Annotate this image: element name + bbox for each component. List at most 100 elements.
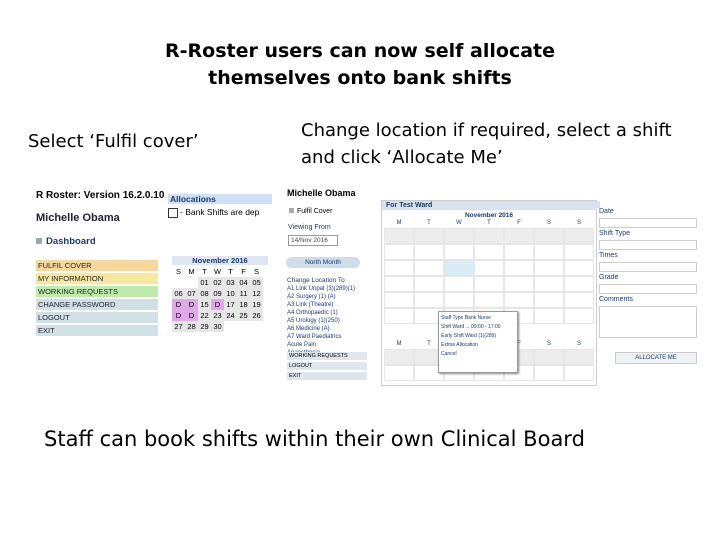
shift-day-cell[interactable] xyxy=(474,276,504,292)
shift-day-cell[interactable] xyxy=(414,276,444,292)
menu-item-working-requests[interactable]: Working requests xyxy=(36,286,158,297)
calendar-day[interactable]: 05 xyxy=(250,277,263,288)
calendar-day[interactable]: 15 xyxy=(198,299,211,310)
shift-day-cell[interactable] xyxy=(444,260,474,276)
calendar-day[interactable]: D xyxy=(185,299,198,310)
shift-day-cell[interactable] xyxy=(534,308,564,324)
calendar-day[interactable]: 01 xyxy=(198,277,211,288)
shift-type-field[interactable] xyxy=(599,240,697,250)
shift-day-cell[interactable] xyxy=(534,365,564,381)
grade-field[interactable] xyxy=(599,284,697,294)
dashboard-link[interactable]: Dashboard xyxy=(36,236,96,247)
shift-day-cell[interactable] xyxy=(504,260,534,276)
calendar-day[interactable]: 17 xyxy=(224,299,237,310)
shift-day-cell[interactable] xyxy=(564,228,594,244)
shift-day-cell[interactable] xyxy=(474,244,504,260)
date-field[interactable] xyxy=(599,218,697,228)
shift-day-cell[interactable] xyxy=(414,228,444,244)
shift-day-cell[interactable] xyxy=(384,276,414,292)
calendar-day[interactable]: 30 xyxy=(211,321,224,332)
calendar-day[interactable]: 23 xyxy=(211,310,224,321)
shift-day-cell[interactable] xyxy=(504,244,534,260)
menu-item-exit[interactable]: Exit xyxy=(287,372,367,380)
shift-day-cell[interactable] xyxy=(444,292,474,308)
calendar-day[interactable]: 02 xyxy=(211,277,224,288)
shift-day-cell[interactable] xyxy=(414,244,444,260)
shift-day-cell[interactable] xyxy=(384,292,414,308)
shift-day-cell[interactable] xyxy=(384,308,414,324)
shift-day-cell[interactable] xyxy=(564,349,594,365)
shift-day-cell[interactable] xyxy=(564,365,594,381)
shift-day-cell[interactable] xyxy=(564,260,594,276)
calendar-day[interactable]: 29 xyxy=(198,321,211,332)
menu-item-logout[interactable]: Logout xyxy=(36,312,158,323)
calendar-day[interactable]: 10 xyxy=(224,288,237,299)
shift-day-cell[interactable] xyxy=(444,228,474,244)
menu-item-logout[interactable]: Logout xyxy=(287,362,367,370)
calendar-day[interactable]: 04 xyxy=(237,277,250,288)
location-option[interactable]: A1 Link Unpat (3)(289)(1) xyxy=(287,286,356,292)
shift-day-cell[interactable] xyxy=(504,365,534,381)
calendar-day[interactable]: D xyxy=(172,299,185,310)
menu-item-my-information[interactable]: My information xyxy=(36,273,158,284)
shift-day-cell[interactable] xyxy=(534,292,564,308)
shift-day-cell[interactable] xyxy=(474,292,504,308)
menu-item-working-requests[interactable]: Working requests xyxy=(287,352,367,360)
comments-field[interactable] xyxy=(599,306,697,338)
location-option[interactable]: A4 Orthopaedic (1) xyxy=(287,310,338,316)
calendar-day[interactable]: D xyxy=(185,310,198,321)
location-option[interactable]: Acute Pain xyxy=(287,342,317,348)
menu-item-fulfil-cover[interactable]: Fulfil cover xyxy=(36,260,158,271)
shift-day-cell[interactable] xyxy=(444,244,474,260)
shift-day-cell[interactable] xyxy=(384,244,414,260)
calendar-day[interactable]: 28 xyxy=(185,321,198,332)
shift-day-cell[interactable] xyxy=(474,228,504,244)
shift-day-cell[interactable] xyxy=(504,228,534,244)
calendar-day[interactable]: 25 xyxy=(237,310,250,321)
shift-day-cell[interactable] xyxy=(534,260,564,276)
calendar-day[interactable]: 18 xyxy=(237,299,250,310)
menu-item-change-password[interactable]: Change password xyxy=(36,299,158,310)
location-option[interactable]: A2 Surgery (1) (A) xyxy=(287,294,336,300)
month-navigator[interactable]: North Month xyxy=(286,257,360,268)
shift-day-cell[interactable] xyxy=(384,228,414,244)
shift-day-cell[interactable] xyxy=(534,228,564,244)
shift-day-cell[interactable] xyxy=(384,349,414,365)
calendar-day[interactable]: 19 xyxy=(250,299,263,310)
shift-day-cell[interactable] xyxy=(414,260,444,276)
location-option[interactable]: A3 Link (Theatre) xyxy=(287,302,334,308)
calendar-day[interactable]: 27 xyxy=(172,321,185,332)
allocations-row[interactable]: - Bank Shifts are dep xyxy=(168,207,259,218)
calendar-day[interactable]: 03 xyxy=(224,277,237,288)
location-option[interactable]: A5 Urology (1)(250) xyxy=(287,318,340,324)
calendar-day[interactable]: D xyxy=(172,310,185,321)
location-option[interactable]: A7 Ward Paediatrics xyxy=(287,334,342,340)
location-list[interactable]: A1 Link Unpat (3)(289)(1) A2 Surgery (1) … xyxy=(287,285,355,357)
calendar-day[interactable]: 22 xyxy=(198,310,211,321)
shift-day-cell[interactable] xyxy=(504,276,534,292)
allocate-me-button[interactable]: ALLOCATE ME xyxy=(615,352,697,364)
calendar-day[interactable]: 11 xyxy=(237,288,250,299)
calendar-day[interactable]: 09 xyxy=(211,288,224,299)
shift-day-cell[interactable] xyxy=(564,308,594,324)
menu-item-exit[interactable]: Exit xyxy=(36,325,158,336)
shift-day-cell[interactable] xyxy=(444,276,474,292)
shift-day-cell[interactable] xyxy=(564,244,594,260)
shift-day-cell[interactable] xyxy=(414,292,444,308)
shift-day-cell[interactable] xyxy=(414,365,444,381)
calendar-day[interactable]: 26 xyxy=(250,310,263,321)
shift-day-cell[interactable] xyxy=(564,292,594,308)
calendar-day[interactable]: 12 xyxy=(250,288,263,299)
times-field[interactable] xyxy=(599,262,697,272)
calendar-day[interactable]: 06 xyxy=(172,288,185,299)
calendar-day[interactable]: 07 xyxy=(185,288,198,299)
location-option[interactable]: A6 Medicine (A) xyxy=(287,326,330,332)
date-input[interactable]: 14/Nov 2016 xyxy=(288,235,338,246)
shift-day-cell[interactable] xyxy=(534,349,564,365)
calendar-day[interactable]: 24 xyxy=(224,310,237,321)
shift-day-cell[interactable] xyxy=(504,292,534,308)
calendar-day[interactable]: 08 xyxy=(198,288,211,299)
shift-day-cell[interactable] xyxy=(474,260,504,276)
shift-day-cell[interactable] xyxy=(534,276,564,292)
